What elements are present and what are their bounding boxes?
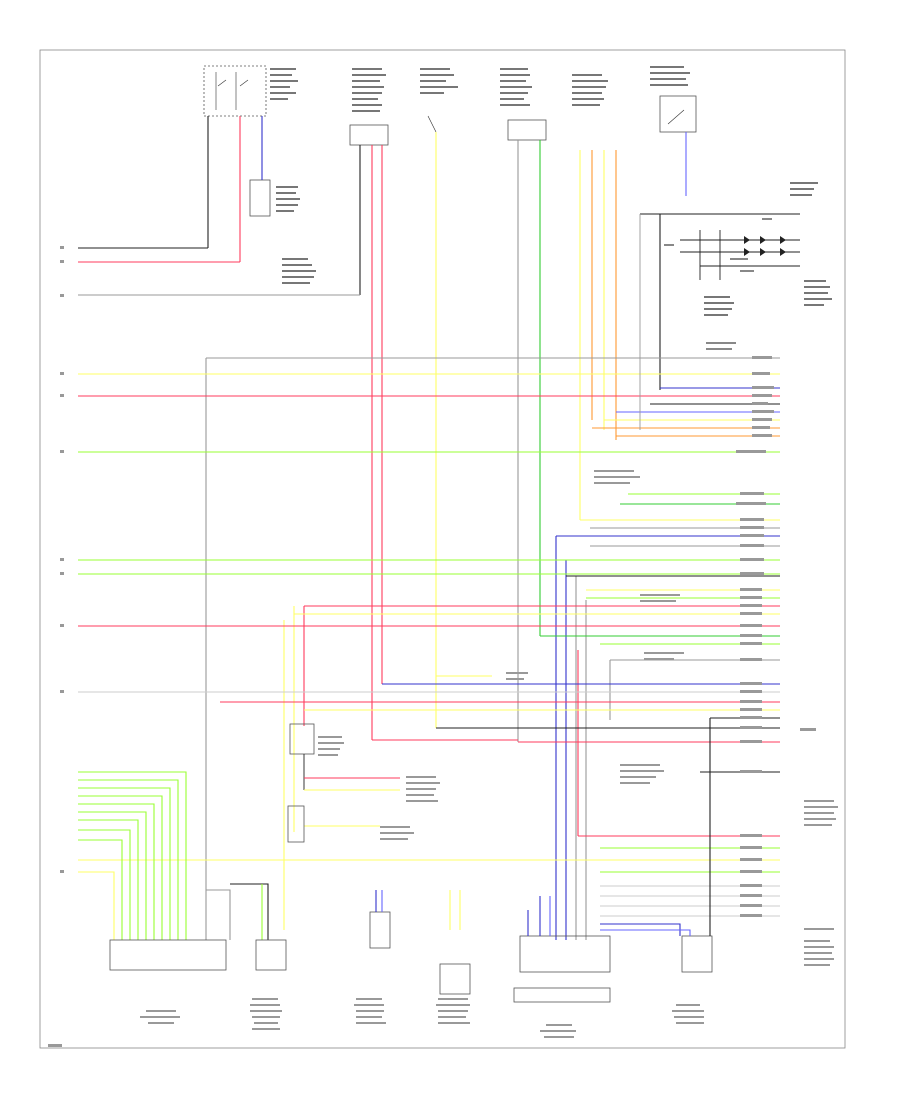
horizontal-wires (78, 357, 780, 917)
diode-icon (760, 236, 766, 244)
switch-icon (659, 95, 697, 133)
connector-icon (349, 124, 389, 146)
sensor-icon (439, 963, 471, 995)
connector-icon (513, 987, 611, 1003)
connector-icon (369, 911, 391, 949)
diagram-border (39, 49, 846, 1049)
left-bundle (78, 771, 269, 940)
top-left-wires (78, 247, 360, 296)
diode-icon (744, 236, 750, 244)
relay-icon (203, 65, 267, 117)
left-pin-markers (60, 246, 64, 873)
vertical-wires (205, 116, 687, 940)
mid-labels (318, 470, 684, 840)
diode-icon (780, 236, 786, 244)
top-components (203, 65, 832, 316)
right-connector-pins (736, 356, 838, 966)
connector-icon (681, 935, 713, 973)
connector-icon (519, 935, 611, 973)
connector-icon (255, 939, 287, 971)
switch-icon (249, 179, 271, 217)
center-relay (287, 723, 400, 843)
relay-icon (289, 723, 315, 755)
right-relay (639, 213, 800, 430)
bottom-connectors (48, 718, 713, 1047)
connector-icon (109, 939, 227, 971)
connector-icon (507, 119, 547, 141)
